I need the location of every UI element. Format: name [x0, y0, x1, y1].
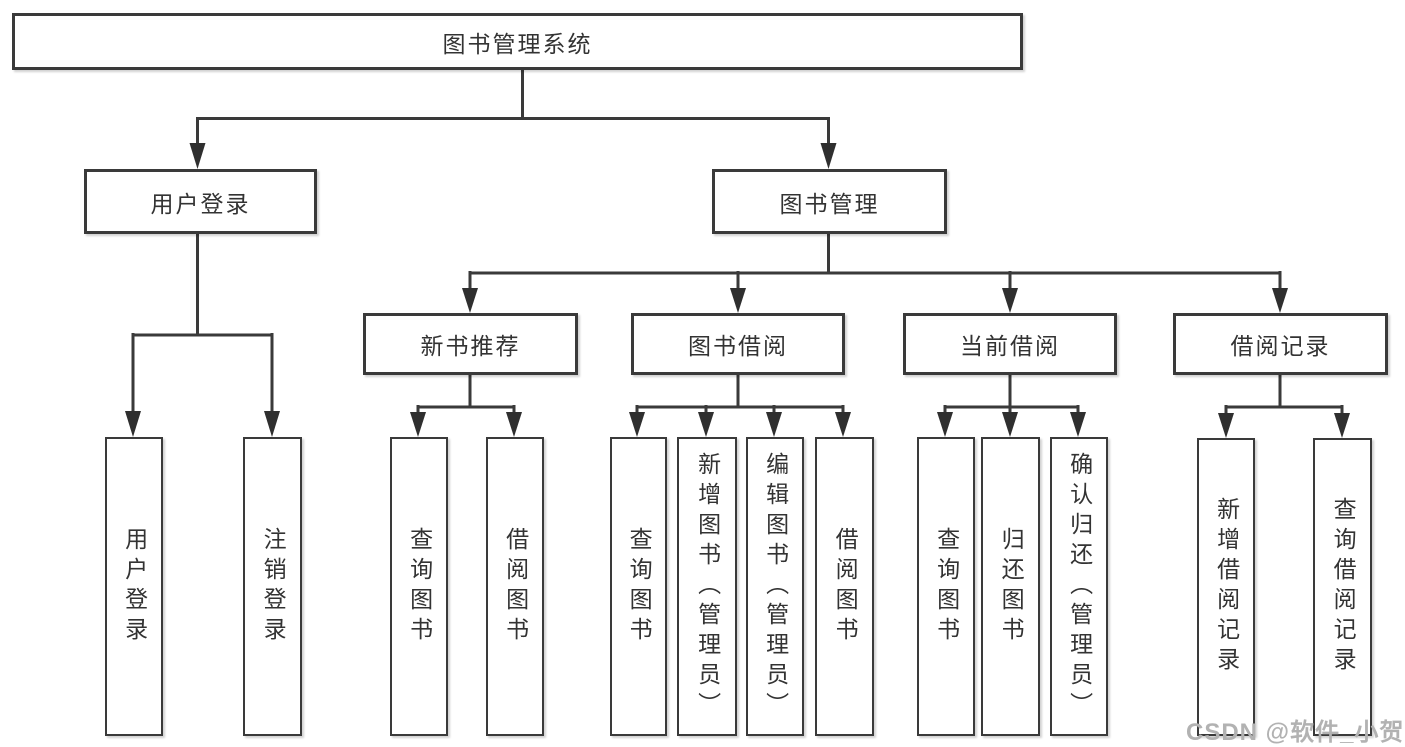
leaf-query-books-borrowing-label: 查询图书: [626, 526, 653, 647]
leaf-query-books-current: 查询图书: [917, 437, 975, 736]
leaf-add-books-admin: 新增图书（管理员）: [677, 437, 737, 736]
node-book-borrowing-label: 图书借阅: [688, 333, 788, 359]
leaf-confirm-return-admin-label: 确认归还（管理员）: [1066, 451, 1093, 722]
node-user-login: 用户登录: [84, 169, 317, 234]
csdn-watermark: CSDN @软件_小贺同学: [1186, 719, 1405, 746]
node-root-label: 图书管理系统: [442, 30, 593, 57]
leaf-logout: 注销登录: [243, 437, 302, 736]
node-current-borrowing-label: 当前借阅: [960, 333, 1060, 359]
leaf-query-borrow-record: 查询借阅记录: [1313, 438, 1372, 736]
leaf-borrow-books: 借阅图书: [815, 437, 874, 736]
node-new-book-recommend: 新书推荐: [363, 313, 578, 375]
leaf-add-borrow-record-label: 新增借阅记录: [1213, 497, 1240, 677]
node-current-borrowing: 当前借阅: [903, 313, 1117, 375]
leaf-user-login: 用户登录: [105, 437, 163, 736]
leaf-add-borrow-record: 新增借阅记录: [1197, 438, 1255, 736]
node-book-management-label: 图书管理: [779, 190, 880, 217]
node-user-login-label: 用户登录: [150, 190, 251, 217]
leaf-edit-books-admin-label: 编辑图书（管理员）: [762, 451, 789, 722]
leaf-query-books-recommend: 查询图书: [390, 437, 448, 736]
leaf-user-login-label: 用户登录: [121, 526, 148, 647]
leaf-logout-label: 注销登录: [260, 526, 287, 647]
leaf-query-borrow-record-label: 查询借阅记录: [1330, 497, 1357, 677]
node-root: 图书管理系统: [12, 13, 1023, 70]
leaf-edit-books-admin: 编辑图书（管理员）: [746, 437, 804, 736]
node-book-management: 图书管理: [712, 169, 947, 234]
node-borrow-records-label: 借阅记录: [1230, 333, 1331, 359]
leaf-borrow-books-label: 借阅图书: [832, 526, 859, 647]
leaf-confirm-return-admin: 确认归还（管理员）: [1050, 437, 1108, 736]
leaf-query-books-current-label: 查询图书: [933, 526, 960, 647]
leaf-query-books-recommend-label: 查询图书: [406, 526, 433, 647]
node-book-borrowing: 图书借阅: [631, 313, 845, 375]
leaf-return-books-label: 归还图书: [998, 526, 1025, 647]
leaf-return-books: 归还图书: [981, 437, 1040, 736]
leaf-add-books-admin-label: 新增图书（管理员）: [694, 451, 721, 722]
node-new-book-recommend-label: 新书推荐: [420, 333, 521, 359]
leaf-borrow-books-recommend: 借阅图书: [486, 437, 544, 736]
leaf-query-books-borrowing: 查询图书: [610, 437, 667, 736]
node-borrow-records: 借阅记录: [1173, 313, 1388, 375]
leaf-borrow-books-recommend-label: 借阅图书: [502, 526, 529, 647]
